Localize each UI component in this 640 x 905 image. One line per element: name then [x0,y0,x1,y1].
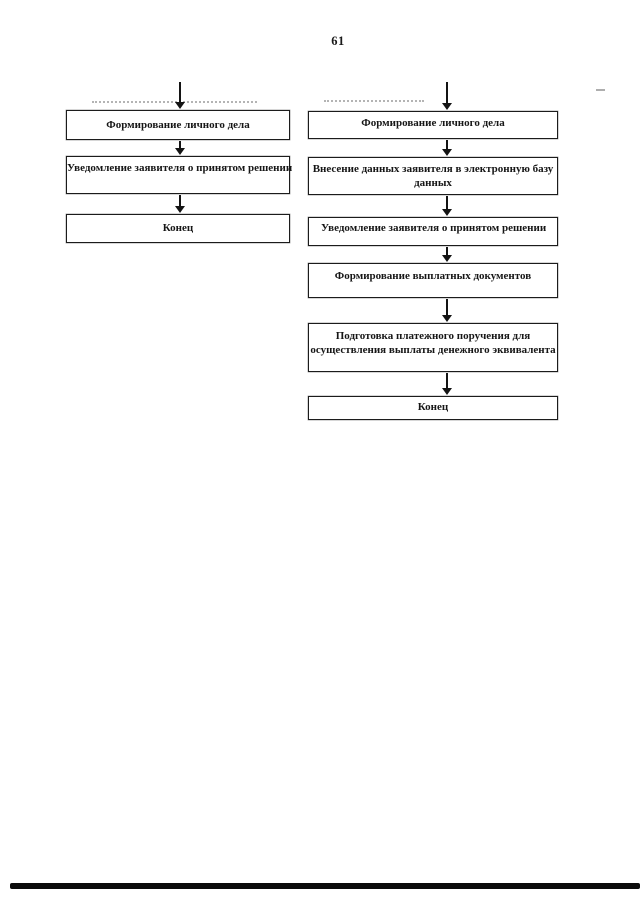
arrow-line [446,140,448,149]
flow-box-left-form-personal-file: Формирование личного дела [66,110,290,140]
flow-box-label: Подготовка платежного поручения для осущ… [309,324,557,357]
arrow-head [441,315,452,322]
arrow-head [441,103,452,110]
arrow-down-icon [441,247,452,262]
arrow-line [446,196,448,209]
flow-box-label: Уведомление заявителя о принятом решении [309,218,557,236]
flow-box-label-line: Формирование личного дела [361,117,505,129]
flow-box-label: Формирование личного дела [67,111,289,133]
flow-box-label: Формирование личного дела [309,112,557,131]
flow-box-right-end: Конец [308,396,558,420]
arrow-head [441,209,452,216]
flow-box-label: Формирование выплатных документов [309,264,557,284]
flow-box-label-line: Конец [162,222,194,234]
flow-box-label: Внесение данных заявителя в электронную … [309,158,557,190]
arrow-down-icon [174,195,185,213]
arrow-line [446,299,448,315]
arrow-line [446,247,448,255]
arrow-line [179,82,181,102]
arrow-down-icon [441,196,452,216]
scan-artifact-bottom-bar [10,883,640,889]
flow-box-right-notify-applicant: Уведомление заявителя о принятом решении [308,217,558,246]
arrow-head [441,255,452,262]
arrow-line [179,141,181,148]
arrow-head [174,102,185,109]
arrow-head [174,148,185,155]
flow-box-label-line: Конец [417,401,449,413]
arrow-down-icon [441,373,452,395]
flow-box-right-enter-data: Внесение данных заявителя в электронную … [308,157,558,195]
arrow-line [179,195,181,206]
flow-box-label-line: Формирование выплатных документов [334,270,532,282]
flow-box-right-form-personal-file: Формирование личного дела [308,111,558,139]
flow-box-label: Уведомление заявителя о принятом решении [67,157,293,176]
flow-box-left-notify-applicant: Уведомление заявителя о принятом решении [66,156,293,194]
flow-box-label-line: данных [414,176,452,189]
arrow-down-icon [441,140,452,156]
arrow-head [174,206,185,213]
flow-box-label: Конец [309,397,557,415]
arrow-down-icon [174,141,185,155]
flow-box-label-line: Уведомление заявителя о принятом решении [321,222,547,234]
arrow-down-icon [441,82,452,110]
scan-artifact-dashes-right [324,100,424,102]
arrow-line [446,82,448,103]
arrow-line [446,373,448,388]
flow-box-label: Конец [67,215,289,236]
flow-box-right-prepare-payment-order: Подготовка платежного поручения для осущ… [308,323,558,372]
arrow-down-icon [441,299,452,322]
flow-box-left-end: Конец [66,214,290,243]
page-number: 61 [331,34,345,48]
flow-box-label-line: Подготовка платежного поручения для [335,330,531,342]
flow-box-label-line: Внесение данных заявителя в электронную … [312,163,554,175]
scan-artifact-dash-far-right [596,89,605,91]
flow-box-label-line: осуществления выплаты денежного эквивале… [310,343,556,356]
arrow-head [441,388,452,395]
flow-box-right-form-payment-docs: Формирование выплатных документов [308,263,558,298]
arrow-down-icon [174,82,185,109]
flow-box-label-line: Уведомление заявителя о принятом решении [67,162,293,174]
arrow-head [441,149,452,156]
flow-box-label-line: Формирование личного дела [106,119,250,131]
